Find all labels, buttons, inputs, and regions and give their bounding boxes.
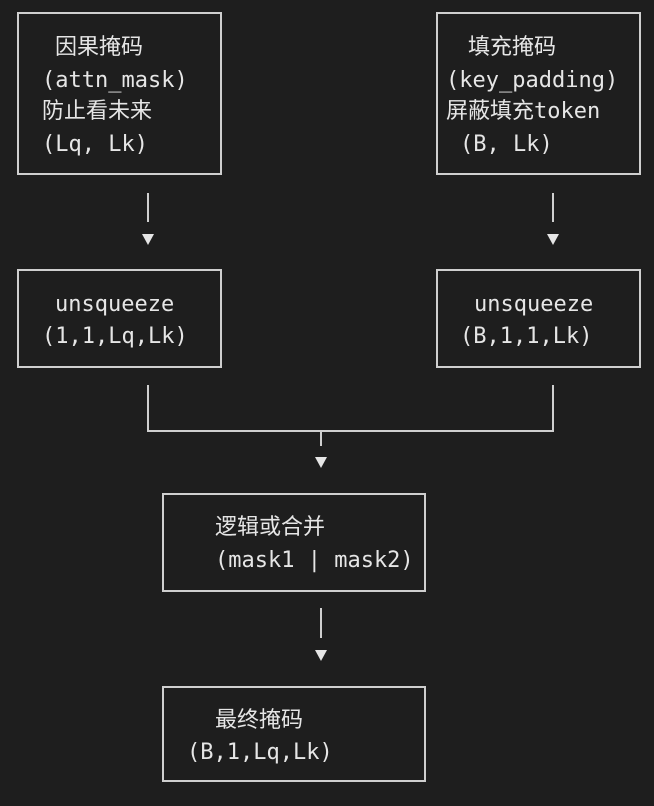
causal-mask-desc: 防止看未来 bbox=[42, 99, 152, 124]
causal-mask-box-border bbox=[17, 12, 222, 175]
unsqueeze-causal-shape: (1,1,Lq,Lk) bbox=[42, 324, 188, 349]
unsqueeze-padding-node: unsqueeze (B,1,1,Lk) bbox=[436, 269, 641, 368]
padding-mask-node: 填充掩码 (key_padding) 屏蔽填充token (B, Lk) bbox=[436, 12, 641, 175]
logical-or-expression: (mask1 | mask2) bbox=[215, 548, 414, 573]
unsqueeze-padding-op: unsqueeze bbox=[474, 292, 593, 317]
padding-mask-box-border bbox=[436, 12, 641, 175]
arrow-padding-to-unsqueeze bbox=[547, 193, 559, 245]
unsqueeze-padding-shape: (B,1,1,Lk) bbox=[460, 324, 592, 349]
logical-or-box-border bbox=[162, 493, 426, 592]
causal-mask-shape: (Lq, Lk) bbox=[42, 132, 148, 157]
unsqueeze-causal-op: unsqueeze bbox=[55, 292, 174, 317]
causal-mask-title: 因果掩码 bbox=[55, 35, 143, 60]
final-mask-title: 最终掩码 bbox=[215, 708, 303, 733]
padding-mask-shape: (B, Lk) bbox=[460, 132, 553, 157]
padding-mask-title: 填充掩码 bbox=[468, 35, 556, 60]
arrow-or-to-final bbox=[315, 608, 327, 661]
unsqueeze-padding-box-border bbox=[436, 269, 641, 368]
unsqueeze-causal-box-border bbox=[17, 269, 222, 368]
causal-mask-param: (attn_mask) bbox=[42, 68, 188, 93]
logical-or-node: 逻辑或合并 (mask1 | mask2) bbox=[162, 493, 426, 592]
final-mask-shape: (B,1,Lq,Lk) bbox=[187, 740, 333, 765]
final-mask-box-border bbox=[162, 686, 426, 782]
unsqueeze-causal-node: unsqueeze (1,1,Lq,Lk) bbox=[17, 269, 222, 368]
padding-mask-param: (key_padding) bbox=[446, 68, 618, 93]
arrow-causal-to-unsqueeze bbox=[142, 193, 154, 245]
merge-connector bbox=[147, 385, 554, 468]
causal-mask-node: 因果掩码 (attn_mask) 防止看未来 (Lq, Lk) bbox=[17, 12, 222, 175]
final-mask-node: 最终掩码 (B,1,Lq,Lk) bbox=[162, 686, 426, 782]
padding-mask-desc: 屏蔽填充token bbox=[446, 99, 600, 124]
logical-or-title: 逻辑或合并 bbox=[215, 515, 325, 540]
